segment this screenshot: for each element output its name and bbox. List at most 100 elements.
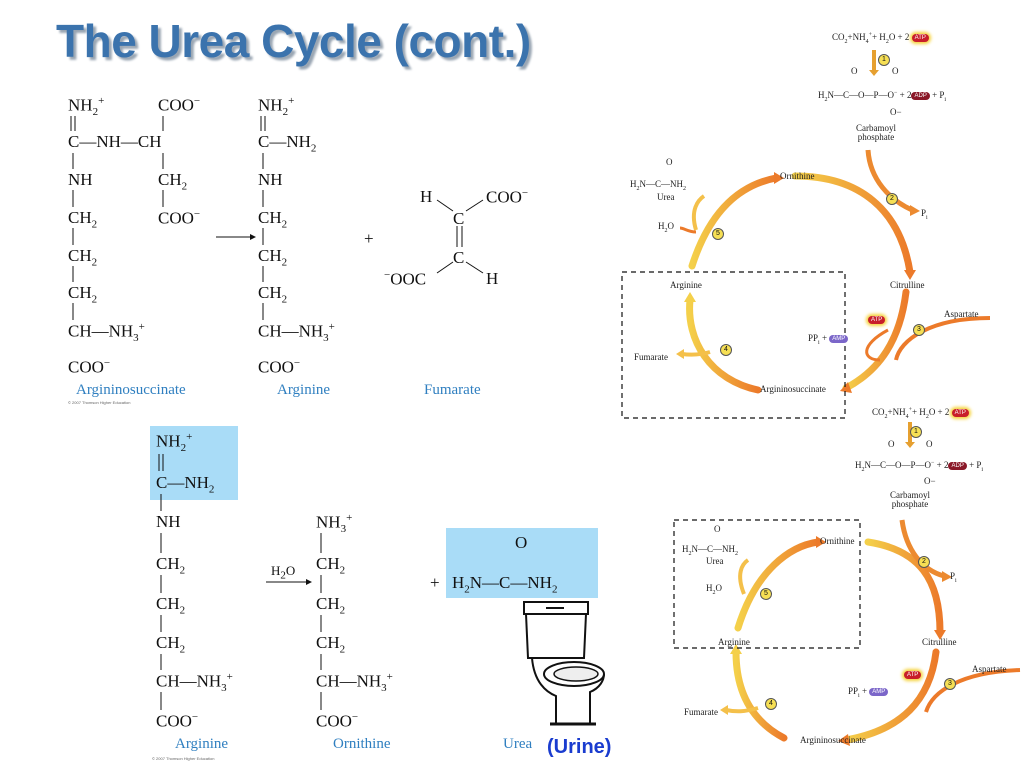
cycle1-h2o: H2O xyxy=(658,221,674,234)
cycle1-urea-label: Urea xyxy=(657,192,675,202)
cycle1-citrulline: Citrulline xyxy=(890,280,925,290)
arg-bot-ch2-b: CH2 xyxy=(156,594,186,617)
adp-icon: ADP xyxy=(911,91,930,100)
orn-ch-nh3: CH—NH3+ xyxy=(316,671,393,695)
cycle1-ppi: PPi + AMP xyxy=(808,334,849,346)
arg-top-ch2-a: CH2 xyxy=(258,208,288,231)
atp-icon: ATP xyxy=(911,33,929,42)
argsucc-ch2-c: CH2 xyxy=(68,283,98,306)
orn-ch2-a: CH2 xyxy=(316,554,346,577)
arg-bot-ch-nh3: CH—NH3+ xyxy=(156,671,233,695)
arg-bot-nh: NH xyxy=(156,512,181,531)
fum-c-bottom: C xyxy=(453,248,465,267)
cycle2-h2o: H2O xyxy=(706,583,722,596)
caption-argininosuccinate: Argininosuccinate xyxy=(76,382,186,398)
arg-bot-c-nh2: C—NH2 xyxy=(156,473,215,496)
fum-h-left: H xyxy=(420,187,433,206)
cycle1-step-3: 3 xyxy=(913,324,925,336)
bottom-plus: + xyxy=(430,573,440,592)
cycle2-input: CO2+NH4++ H2O + 2 ATP xyxy=(872,407,969,420)
cycle2-step-2: 2 xyxy=(918,556,930,568)
arg-bot-ch2-c: CH2 xyxy=(156,633,186,656)
cycle1-urea-formula: H2N—C—NH2 xyxy=(630,179,687,192)
cycle2-step-3: 3 xyxy=(944,678,956,690)
caption-ornithine: Ornithine xyxy=(333,736,391,752)
amp-icon: AMP xyxy=(869,687,889,696)
cycle2-arginine: Arginine xyxy=(718,637,750,647)
cycle1-carbamoyl-ominus: O− xyxy=(890,107,902,117)
arg-top-nh2: NH2+ xyxy=(258,95,295,119)
cycle2-urea-o: O xyxy=(714,524,721,534)
argsucc-ch2-a: CH2 xyxy=(68,208,98,231)
atp-icon: ATP xyxy=(868,315,886,324)
toilet-icon xyxy=(523,601,605,726)
cycle1-step-4: 4 xyxy=(720,344,732,356)
argsucc-nh: NH xyxy=(68,170,93,189)
cycle2-argininosuccinate: Argininosuccinate xyxy=(800,735,866,745)
reaction-arrow-icon xyxy=(306,579,312,585)
cycle1-fumarate: Fumarate xyxy=(634,352,668,362)
cycle2-ppi: PPi + AMP xyxy=(848,687,889,699)
argsucc-coo: COO− xyxy=(68,357,111,377)
page-title: The Urea Cycle (cont.) xyxy=(56,15,531,67)
copyright-top: © 2007 Thomson Higher Education xyxy=(68,400,131,405)
top-bonds xyxy=(70,116,484,320)
arg-top-nh: NH xyxy=(258,170,283,189)
cycle2-urea-formula: H2N—C—NH2 xyxy=(682,544,739,557)
urea-o: O xyxy=(515,533,528,552)
reaction-arrow-icon xyxy=(250,234,256,240)
urea-formula: H2N—C—NH2 xyxy=(452,573,558,596)
argsucc-branch-coo-bottom: COO− xyxy=(158,208,201,228)
argsucc-ch-nh3: CH—NH3+ xyxy=(68,321,145,345)
arginine-highlight xyxy=(150,426,238,500)
cycle2-citrulline: Citrulline xyxy=(922,637,957,647)
top-plus: + xyxy=(364,229,374,248)
argsucc-nh2: NH2+ xyxy=(68,95,105,119)
orn-ch2-c: CH2 xyxy=(316,633,346,656)
cycle1-aspartate: Aspartate xyxy=(944,309,979,319)
cycle1-pi: Pi xyxy=(921,208,928,221)
cycle1-argininosuccinate: Argininosuccinate xyxy=(760,384,826,394)
reagent-h2o: H2O xyxy=(271,563,296,582)
cycle2-carbamoyl-ominus: O− xyxy=(924,476,936,486)
cycle1-ornithine: Ornithine xyxy=(780,171,815,181)
arg-bot-coo: COO− xyxy=(156,711,199,731)
argsucc-branch-ch2: CH2 xyxy=(158,170,188,193)
cycle1-carbamoyl-name: Carbamoyl phosphate xyxy=(856,123,896,142)
cycle2-step-4: 4 xyxy=(765,698,777,710)
cycle2-carbamoyl-o-c: O xyxy=(888,439,895,449)
fum-coo: COO− xyxy=(486,187,529,207)
cycle2-step-1: 1 xyxy=(910,426,922,438)
cycle1-carbamoyl-o-p: O xyxy=(892,66,899,76)
cycle2-carbamoyl-name: Carbamoyl phosphate xyxy=(890,490,930,509)
fum-ooc: −OOC xyxy=(384,269,427,289)
fum-h-right: H xyxy=(486,269,499,288)
arg-top-ch2-b: CH2 xyxy=(258,246,288,269)
cycle1-urea-o: O xyxy=(666,157,673,167)
argsucc-branch-coo-top: COO− xyxy=(158,95,201,115)
cycle2-step-5: 5 xyxy=(760,588,772,600)
cycle2-fumarate: Fumarate xyxy=(684,707,718,717)
arg-bot-nh2: NH2+ xyxy=(156,431,193,455)
arg-top-coo: COO− xyxy=(258,357,301,377)
cycle1-step-1: 1 xyxy=(878,54,890,66)
arg-top-ch2-c: CH2 xyxy=(258,283,288,306)
caption-fumarate: Fumarate xyxy=(424,382,481,398)
cycle1-arginine: Arginine xyxy=(670,280,702,290)
cycle1-carbamoyl-o-c: O xyxy=(851,66,858,76)
cycle2-atp: ATP xyxy=(904,664,922,683)
argsucc-ch2-b: CH2 xyxy=(68,246,98,269)
orn-ch2-b: CH2 xyxy=(316,594,346,617)
cycle2-ornithine: Ornithine xyxy=(820,536,855,546)
cycle2-aspartate: Aspartate xyxy=(972,664,1007,674)
arg-top-c-nh2: C—NH2 xyxy=(258,132,317,155)
adp-icon: ADP xyxy=(948,461,967,470)
atp-icon: ATP xyxy=(951,408,969,417)
cycle1-atp: ATP xyxy=(868,309,886,328)
bottom-bonds xyxy=(158,454,524,710)
orn-nh3: NH3+ xyxy=(316,512,353,536)
cycle2-urea-label: Urea xyxy=(706,556,724,566)
copyright-bottom: © 2007 Thomson Higher Education xyxy=(152,756,215,761)
